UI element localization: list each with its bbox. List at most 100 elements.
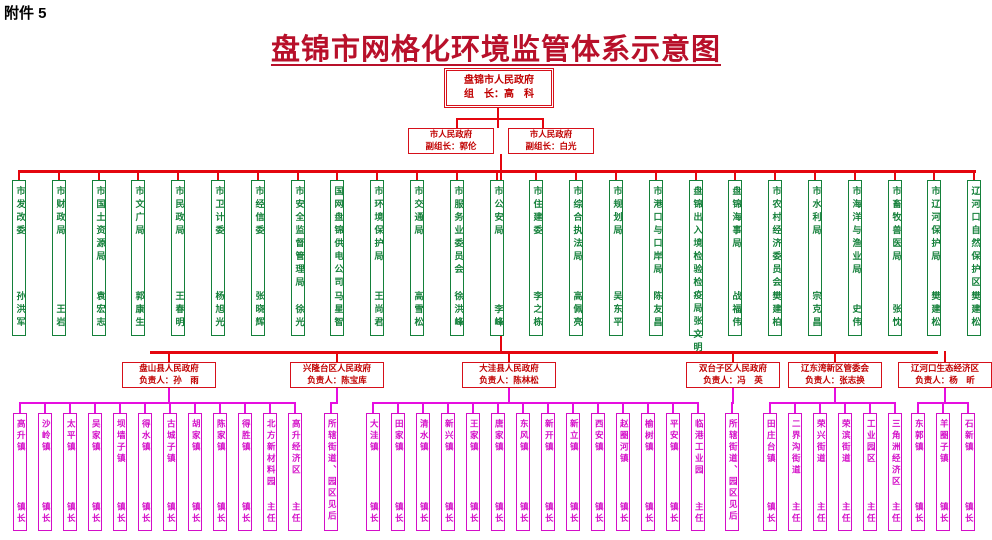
town-box: 清水镇镇长 (416, 413, 430, 531)
department-box: 市农村经济委员会樊建柏 (768, 180, 782, 336)
town-role: 主任 (693, 502, 704, 525)
department-person: 陈友昌 (651, 291, 662, 330)
connector-county-stub (732, 351, 734, 362)
town-box: 北方新材料园主任 (263, 413, 277, 531)
department-name: 国网盘锦供电公司 (332, 186, 343, 290)
department-box: 市水利局宗克昌 (808, 180, 822, 336)
town-name: 古城子镇 (165, 419, 176, 465)
department-box: 市畜牧兽医局张忱 (888, 180, 902, 336)
town-role: 主任 (890, 502, 901, 525)
town-role: 镇长 (190, 502, 201, 525)
department-box: 市卫计委杨旭光 (211, 180, 225, 336)
connector-dept-stub (933, 170, 935, 180)
county-org: 盘山县人民政府 (139, 364, 199, 374)
top-org: 盘锦市人民政府 (464, 75, 534, 86)
connector-town-stub (572, 402, 574, 413)
connector-dept-stub (496, 170, 498, 180)
connector-town-stub (447, 402, 449, 413)
town-role: 主任 (815, 502, 826, 525)
deputy-box-2: 市人民政府 副组长：白光 (508, 128, 594, 154)
town-box: 得水镇镇长 (138, 413, 152, 531)
town-name: 高升镇 (15, 419, 26, 454)
department-box: 市规划局吴东平 (609, 180, 623, 336)
connector-town-stub (697, 402, 699, 413)
department-name: 盘锦出入境检验检疫局 (691, 186, 702, 316)
department-box: 市民政局王春明 (171, 180, 185, 336)
connector-dept-stub (655, 170, 657, 180)
town-name: 羊圈子镇 (938, 419, 949, 465)
connector-town-stub (547, 402, 549, 413)
town-name: 胡家镇 (190, 419, 201, 454)
connector-county-down (944, 388, 946, 402)
connector-county-down (834, 388, 836, 402)
county-box: 兴隆台区人民政府负责人：陈宝库 (290, 362, 384, 388)
town-name: 吴家镇 (90, 419, 101, 454)
connector-town-stub (942, 402, 944, 413)
connector-dept-stub (695, 170, 697, 180)
connector-town-stub (672, 402, 674, 413)
department-name: 市辽河保护局 (929, 186, 940, 264)
connector-town-stub (731, 402, 733, 413)
connector-county-stub (944, 351, 946, 362)
town-box: 羊圈子镇镇长 (936, 413, 950, 531)
town-box: 临港工业园主任 (691, 413, 705, 531)
connector-deputy-left (456, 118, 458, 128)
connector-town-stub (794, 402, 796, 413)
department-person: 李峰 (492, 304, 503, 330)
connector-county-stub (508, 351, 510, 362)
department-person: 郭康生 (133, 291, 144, 330)
department-person: 王春明 (173, 291, 184, 330)
department-person: 高佩亮 (571, 291, 582, 330)
town-box: 陈家镇镇长 (213, 413, 227, 531)
county-org: 辽河口生态经济区 (910, 364, 979, 374)
deputy-box-1: 市人民政府 副组长：郭伦 (408, 128, 494, 154)
top-role: 组 长：高 科 (464, 89, 534, 100)
connector-deputy-right (542, 118, 544, 128)
town-role: 镇长 (15, 502, 26, 525)
department-person: 高雪松 (412, 291, 423, 330)
connector-dept-stub (257, 170, 259, 180)
county-box: 大洼县人民政府负责人：陈林松 (462, 362, 556, 388)
department-person: 杨旭光 (213, 291, 224, 330)
department-box: 市住建委李之栋 (529, 180, 543, 336)
town-name: 荣滨街道 (840, 419, 851, 465)
town-box: 三角洲经济区主任 (888, 413, 902, 531)
town-role: 镇长 (493, 502, 504, 525)
department-box: 辽河口自然保护区樊建松 (967, 180, 981, 336)
city-government-box: 盘锦市人民政府 组 长：高 科 (444, 68, 554, 108)
connector-town-stub (497, 402, 499, 413)
town-name: 东风镇 (518, 419, 529, 454)
connector-dept-stub (456, 170, 458, 180)
county-box: 双台子区人民政府负责人：冯 英 (686, 362, 780, 388)
department-name: 市发改委 (14, 186, 25, 238)
connector-dept-stub (894, 170, 896, 180)
town-box: 沙岭镇镇长 (38, 413, 52, 531)
town-role: 镇长 (593, 502, 604, 525)
connector-dept-stub (575, 170, 577, 180)
department-person: 马星智 (332, 291, 343, 330)
town-role: 镇长 (115, 502, 126, 525)
connector-dept-stub (615, 170, 617, 180)
deputy-org: 市人民政府 (529, 130, 573, 140)
town-name: 临港工业园 (693, 419, 704, 477)
town-box: 新兴镇镇长 (441, 413, 455, 531)
connector-town-bar (769, 402, 896, 404)
town-box: 高升镇镇长 (13, 413, 27, 531)
town-role: 镇长 (668, 502, 679, 525)
connector-dept-stub (535, 170, 537, 180)
town-role: 镇长 (393, 502, 404, 525)
department-person: 史伟 (850, 304, 861, 330)
town-role: 镇长 (765, 502, 776, 525)
connector-county-stub (336, 351, 338, 362)
deputy-role: 副组长：郭伦 (425, 142, 477, 152)
deputy-role: 副组长：白光 (525, 142, 577, 152)
department-person: 王尚君 (372, 291, 383, 330)
town-box: 田庄台镇镇长 (763, 413, 777, 531)
town-box: 二界沟街道主任 (788, 413, 802, 531)
connector-town-stub (194, 402, 196, 413)
department-person: 吴东平 (611, 291, 622, 330)
connector-county-stub (168, 351, 170, 362)
department-person: 张晓辉 (253, 291, 264, 330)
town-name: 二界沟街道 (790, 419, 801, 477)
department-person: 张文明 (691, 316, 702, 355)
